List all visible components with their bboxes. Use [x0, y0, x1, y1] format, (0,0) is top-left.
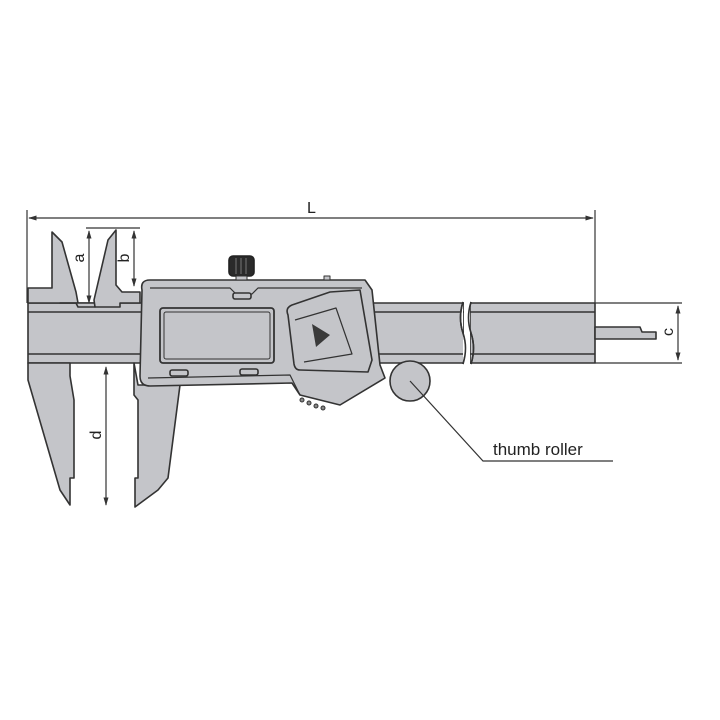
- fixed-lower-jaw: [27, 362, 75, 506]
- dimension-label-d: d: [88, 431, 105, 440]
- depth-rod: [594, 326, 657, 340]
- bottom-slot-right: [239, 368, 259, 376]
- lcd-display: [159, 307, 275, 364]
- movable-upper-jaw: [93, 229, 141, 308]
- lock-knob-icon: [228, 255, 255, 281]
- bottom-slot-left: [169, 369, 189, 377]
- dimension-label-b: b: [116, 253, 133, 262]
- thumb-roller-label: thumb roller: [493, 440, 583, 459]
- button-panel: [286, 289, 373, 373]
- play-arrow-icon: [312, 324, 330, 347]
- grip-teeth: [299, 397, 326, 411]
- movable-lower-jaw: [133, 362, 181, 508]
- dimension-label-a: a: [71, 253, 88, 262]
- dimension-label-L: L: [307, 200, 316, 217]
- fixed-upper-jaw: [27, 231, 79, 304]
- top-slot: [232, 292, 252, 300]
- dimension-label-c: c: [660, 328, 677, 336]
